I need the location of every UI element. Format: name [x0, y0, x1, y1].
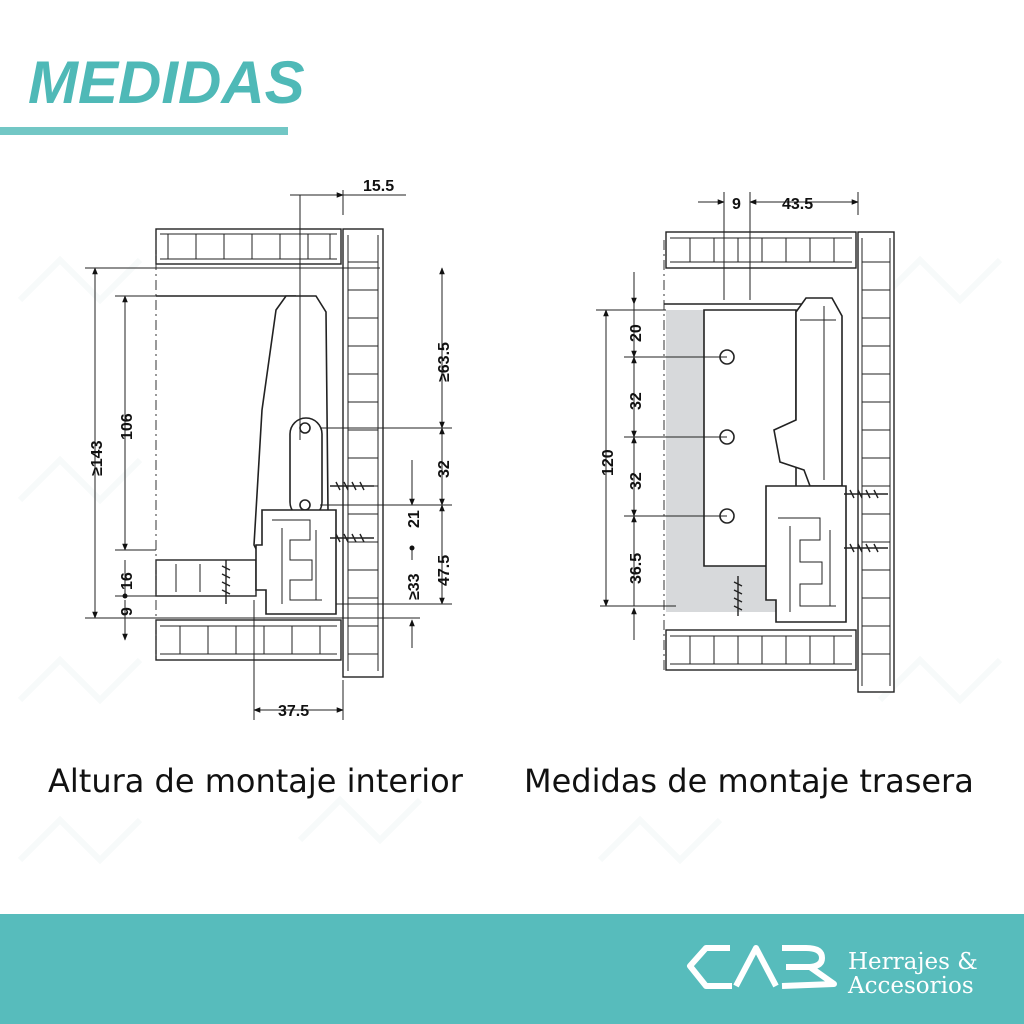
- brand-line-1: Herrajes &: [848, 949, 978, 975]
- dim-63-5: ≥63.5: [436, 342, 453, 382]
- dim-143: ≥143: [89, 440, 106, 476]
- left-screws: [221, 481, 374, 604]
- dim-43-5: 43.5: [782, 196, 813, 213]
- left-top-shelf-ticks: [160, 233, 337, 260]
- right-grey-panel-bottom: [666, 566, 776, 612]
- right-drawer-profile-inner: [800, 306, 836, 480]
- dim-16: 16: [119, 572, 136, 590]
- dim-32-right-a: 32: [628, 392, 645, 410]
- left-side-wall: [342, 228, 384, 678]
- cab-logo-icon: [687, 945, 837, 989]
- left-drawer-bottom: [155, 559, 257, 597]
- left-drawer-bottom-ticks: [175, 564, 201, 592]
- right-runner: [765, 485, 847, 623]
- dim-20: 20: [628, 324, 645, 342]
- dim-120: 120: [600, 449, 617, 476]
- dim-21: 21: [406, 510, 423, 528]
- dim-15-5: 15.5: [363, 178, 394, 195]
- right-side-wall: [857, 231, 895, 693]
- title-underline: [0, 127, 288, 135]
- left-runner: [255, 509, 337, 615]
- right-grey-panel: [666, 310, 704, 610]
- left-bottom-shelf-ticks: [160, 625, 337, 655]
- left-bottom-shelf: [155, 619, 342, 661]
- right-drawing: 9 43.5 20 32 32 36.5 120: [596, 192, 895, 693]
- brand-line-2: Accesorios: [847, 973, 974, 999]
- left-dim-dot-2: [409, 545, 415, 551]
- dim-47-5: 47.5: [436, 555, 453, 586]
- left-dim-dot-1: [122, 593, 128, 599]
- right-bottom-shelf: [665, 629, 857, 671]
- watermark-pattern: [17, 255, 1003, 865]
- right-side-wall-ticks: [861, 238, 891, 686]
- dim-32-left: 32: [436, 460, 453, 478]
- right-bottom-shelf-ticks: [670, 635, 852, 665]
- right-top-shelf-ticks: [670, 237, 852, 263]
- dim-33: ≥33: [406, 573, 423, 600]
- left-hole-top: [299, 422, 311, 434]
- page-title: MEDIDAS: [28, 49, 305, 116]
- left-dim-143-ext: [85, 267, 420, 619]
- right-caption: Medidas de montaje trasera: [524, 762, 974, 800]
- dim-36-5: 36.5: [628, 553, 645, 584]
- left-dim-106-ext: [115, 295, 156, 597]
- dim-32-right-b: 32: [628, 472, 645, 490]
- right-top-shelf: [665, 231, 857, 269]
- footer-band: [0, 914, 1024, 1024]
- dim-106: 106: [119, 413, 136, 440]
- left-side-wall-ticks: [347, 235, 379, 671]
- dim-9-right: 9: [732, 196, 741, 213]
- dim-9: 9: [119, 607, 136, 616]
- dim-37-5: 37.5: [278, 703, 309, 720]
- left-caption: Altura de montaje interior: [48, 762, 464, 800]
- left-runner-detail: [272, 519, 322, 604]
- left-drawing: 15.5 ≥143 106 16 9 ≥63.5 32 47.5 21 ≥33: [85, 178, 453, 720]
- right-screws: [733, 489, 888, 616]
- right-runner-detail: [778, 517, 836, 612]
- left-hole-bottom: [299, 499, 311, 511]
- left-dim-37-ext: [253, 600, 344, 720]
